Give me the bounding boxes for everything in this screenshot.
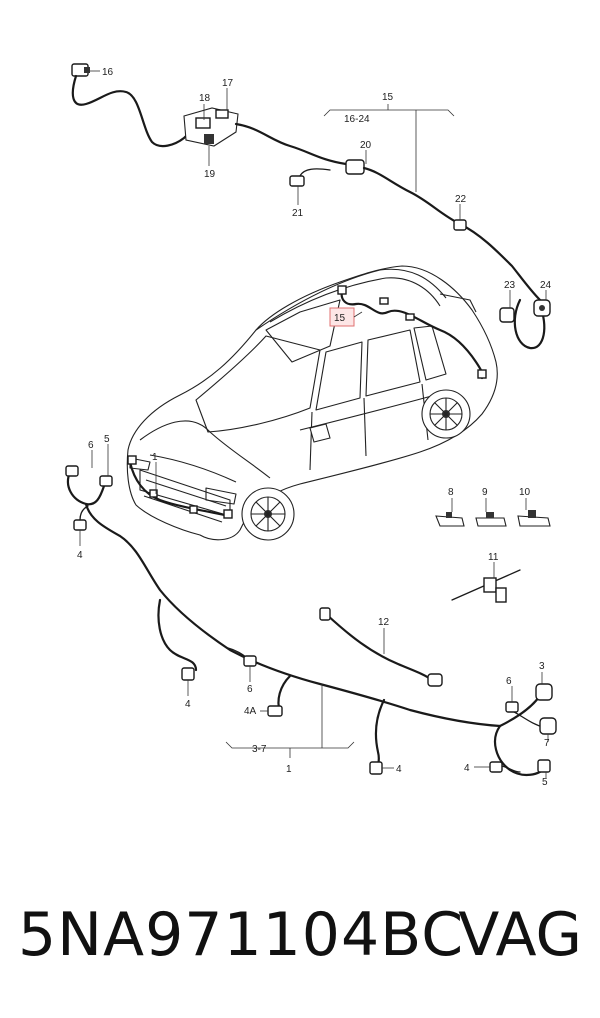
connector-4-mid[interactable] (181, 667, 195, 681)
connector-21[interactable] (289, 175, 305, 187)
connector-4a[interactable] (267, 705, 283, 717)
connector-22[interactable] (453, 219, 467, 231)
connector-6-mid[interactable] (243, 655, 257, 667)
front-harness-group (65, 444, 557, 778)
callout-7-right: 7 (544, 738, 550, 749)
callout-4a: 4A (244, 706, 257, 717)
callout-15-group: 15 (382, 92, 394, 103)
footer: 5NA971104BC VAG (0, 895, 600, 975)
connector-4-right[interactable] (489, 761, 503, 773)
callout-16-top: 16 (102, 67, 114, 78)
connector-16[interactable] (71, 63, 90, 77)
callout-24: 24 (540, 280, 552, 291)
callout-8: 8 (448, 487, 454, 498)
connector-24[interactable] (533, 299, 551, 317)
callout-11: 11 (488, 552, 499, 563)
connector-20[interactable] (345, 159, 365, 175)
connector-5-left[interactable] (99, 475, 113, 487)
callout-4-left: 4 (77, 550, 83, 561)
callout-1-car: 1 (152, 452, 158, 463)
callout-6-left: 6 (88, 440, 94, 451)
bracket-module-18-19[interactable] (183, 107, 239, 147)
connector-4-left[interactable] (73, 519, 87, 531)
callout-3-right: 3 (539, 661, 545, 672)
brand-label: VAG (458, 900, 582, 970)
connector-6-right[interactable] (505, 701, 519, 713)
clip-10[interactable] (517, 498, 551, 527)
callout-4-bottom: 4 (396, 764, 402, 775)
rear-wheel (421, 389, 471, 439)
connector-7-right[interactable] (539, 717, 557, 735)
callout-18: 18 (199, 93, 211, 104)
part-number: 5NA971104BC (18, 900, 465, 970)
clip-9[interactable] (475, 498, 507, 527)
callout-15-car: 15 (334, 313, 346, 324)
callout-23: 23 (504, 280, 516, 291)
clip-8[interactable] (435, 498, 465, 527)
callout-17: 17 (222, 78, 234, 89)
callout-12: 12 (378, 617, 390, 628)
callout-22: 22 (455, 194, 467, 205)
callout-1-group: 1 (286, 764, 292, 775)
callout-4-mid: 4 (185, 699, 191, 710)
callout-19: 19 (204, 169, 216, 180)
callout-10: 10 (519, 487, 531, 498)
callout-16-24: 16-24 (344, 114, 370, 125)
connector-5-right[interactable] (537, 759, 551, 773)
connector-6-left[interactable] (65, 465, 79, 477)
connector-4-bottom[interactable] (369, 761, 383, 775)
callout-5-right: 5 (542, 777, 548, 788)
callout-6-mid: 6 (247, 684, 253, 695)
parts-diagram: 16 17 18 19 15 16-24 20 21 22 23 24 15 1… (65, 63, 557, 788)
callout-21: 21 (292, 208, 304, 219)
callout-3-7: 3-7 (252, 744, 267, 755)
front-wheel (241, 487, 295, 541)
callout-4-right: 4 (464, 763, 470, 774)
clip-11[interactable] (451, 562, 521, 603)
connector-3-right[interactable] (535, 683, 553, 701)
callout-labels: 16 17 18 19 15 16-24 20 21 22 23 24 15 1… (77, 67, 552, 788)
callout-9: 9 (482, 487, 488, 498)
callout-6-right: 6 (506, 676, 512, 687)
connector-23[interactable] (499, 307, 515, 323)
callout-5-left: 5 (104, 434, 110, 445)
rear-harness-group (71, 63, 551, 350)
sensor-lead-12[interactable] (319, 607, 443, 687)
callout-20: 20 (360, 140, 372, 151)
vehicle-illustration (126, 265, 498, 541)
